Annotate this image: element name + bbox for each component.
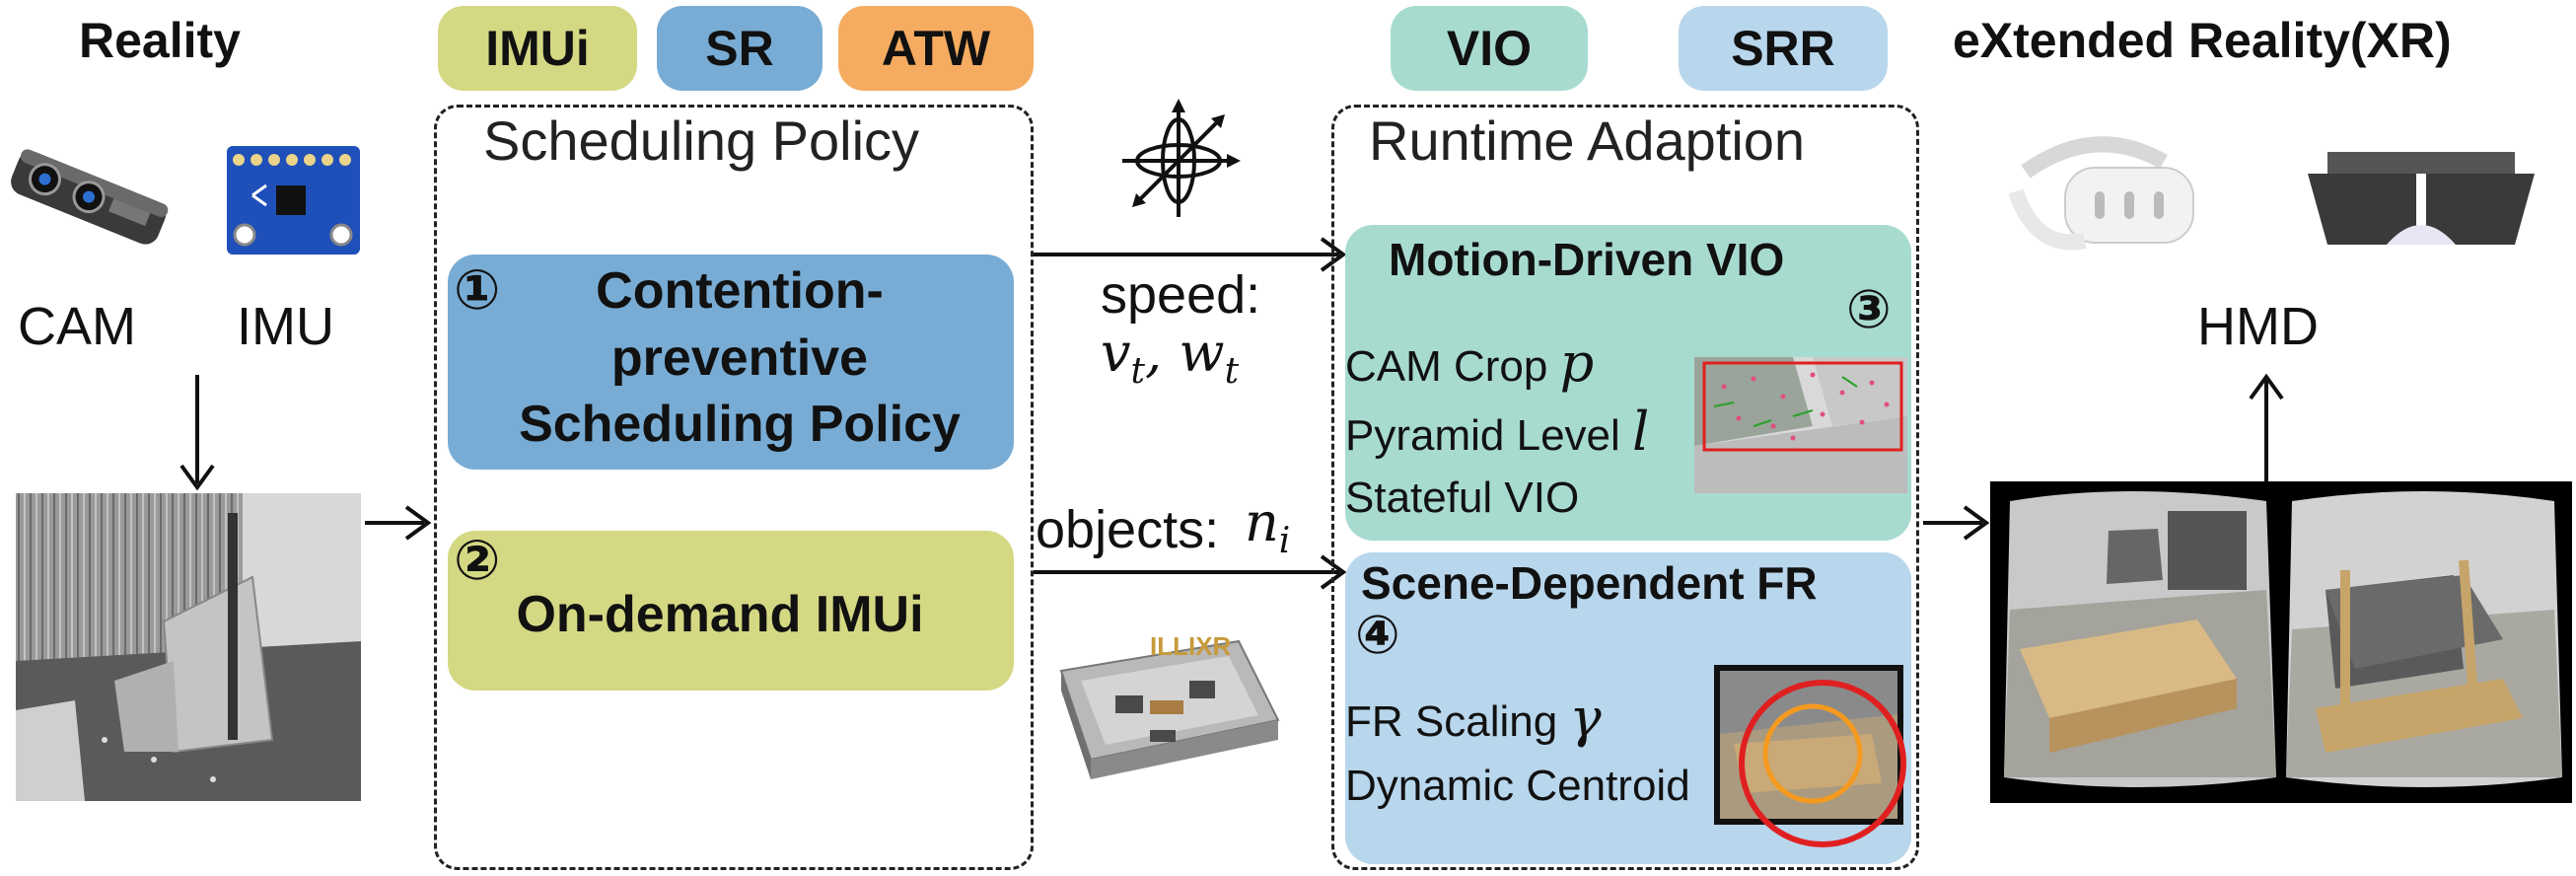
vio-item-pyramid-level-label: Pyramid Level (1345, 411, 1620, 460)
speed-label: speed: (1101, 265, 1261, 325)
vio-title: Motion-Driven VIO (1389, 234, 1785, 285)
hmd-display-image (2308, 152, 2535, 245)
tag-imui: IMUi (438, 6, 637, 91)
tag-atw: ATW (838, 6, 1034, 91)
tag-srr-label: SRR (1731, 21, 1835, 76)
vio-item-pyramid-level: Pyramid Level l (1345, 401, 1649, 463)
tag-vio-label: VIO (1446, 21, 1533, 76)
vio-number: ③ (1846, 278, 1892, 340)
policy1-text-line3: Scheduling Policy (519, 396, 961, 454)
runtime-adaption-panel (1331, 105, 1919, 870)
xr-title: eXtended Reality(XR) (1953, 13, 2452, 68)
objects-label: objects: (1036, 500, 1220, 559)
fr-number: ④ (1355, 604, 1400, 666)
policy1-text: Contention- preventive Scheduling Policy (473, 258, 1006, 459)
speed-arrow (1034, 237, 1347, 272)
runtime-adaption-title: Runtime Adaption (1369, 110, 1806, 172)
policy2-number: ② (454, 529, 501, 593)
hmd-up-arrow (2249, 373, 2284, 481)
tag-srr: SRR (1679, 6, 1888, 91)
vio-item-stateful-vio-label: Stateful VIO (1345, 474, 1580, 522)
vio-feature-image (1694, 357, 1907, 493)
tag-sr: SR (657, 6, 823, 91)
motion-axes-icon (1122, 99, 1241, 217)
fr-item-scaling-label: FR Scaling (1345, 697, 1558, 746)
hmd-headset-image (2008, 136, 2194, 251)
imu-board-image (227, 146, 360, 255)
objects-arrow (1034, 554, 1347, 590)
tag-imui-label: IMUi (485, 21, 590, 76)
foveated-rendering-image (1714, 665, 1906, 847)
scheduling-policy-panel (434, 105, 1034, 870)
runtime-to-xr-arrow (1923, 505, 1990, 541)
policy1-text-line2: preventive (610, 328, 869, 387)
vio-item-cam-crop-label: CAM Crop (1345, 342, 1548, 391)
imu-label: IMU (237, 297, 334, 356)
policy2-text: On-demand IMUi (516, 586, 924, 643)
fr-item-dynamic-centroid: Dynamic Centroid (1345, 762, 1690, 811)
scene-logo-text: ILLIXR (1150, 631, 1232, 661)
reality-down-arrow (179, 375, 215, 491)
policy1-text-line1: Contention- (596, 262, 884, 320)
vio-item-stateful-vio: Stateful VIO (1345, 474, 1579, 523)
hmd-label: HMD (2197, 297, 2319, 356)
fr-title: Scene-Dependent FR (1361, 557, 1818, 609)
tag-vio: VIO (1391, 6, 1588, 91)
reality-title: Reality (79, 13, 241, 68)
camera-frame-image (16, 493, 361, 801)
scene-model-image: ILLIXR (1059, 631, 1280, 779)
vio-item-cam-crop-var: p (1559, 331, 1595, 394)
tag-atw-label: ATW (881, 21, 991, 76)
frame-to-policy-arrow (365, 505, 432, 541)
objects-variable: ni (1245, 491, 1291, 561)
fr-item-scaling: FR Scaling γ (1345, 687, 1602, 749)
stereo-render-image (1990, 481, 2572, 803)
cam-label: CAM (18, 297, 136, 356)
scheduling-policy-title: Scheduling Policy (483, 110, 920, 172)
tag-sr-label: SR (705, 21, 774, 76)
policy1-number: ① (454, 258, 501, 323)
policy-contention-preventive (448, 255, 1014, 470)
policy-on-demand-imui (448, 531, 1014, 691)
camera-device-image (11, 149, 169, 245)
speed-variables: vt, wt (1101, 322, 1240, 392)
fr-item-scaling-var: γ (1569, 687, 1602, 749)
fr-item-dynamic-centroid-label: Dynamic Centroid (1345, 762, 1690, 810)
vio-item-cam-crop: CAM Crop p (1345, 331, 1594, 394)
vio-item-pyramid-level-var: l (1632, 401, 1650, 463)
